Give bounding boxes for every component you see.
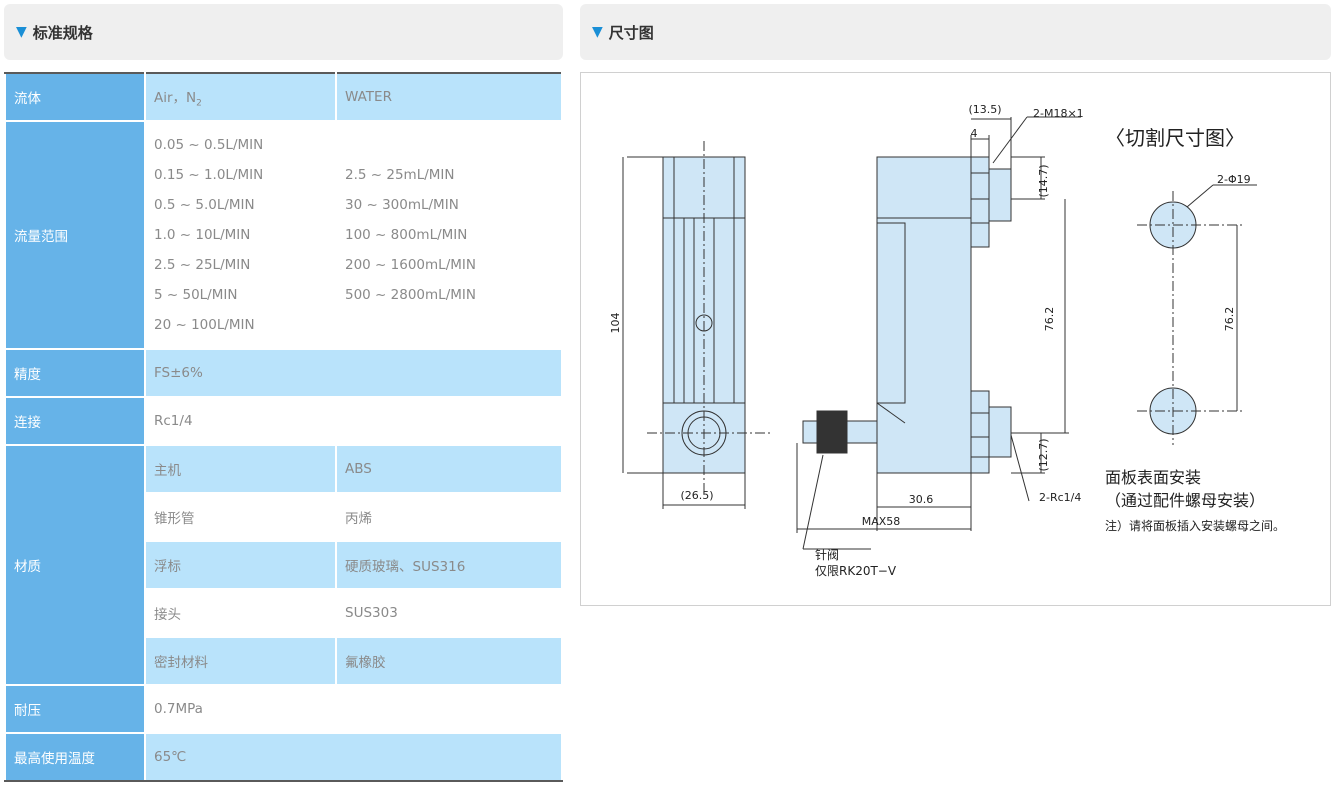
dim-label-14-7: (14.7) <box>1037 164 1050 197</box>
side-view-valve-cap <box>802 420 818 444</box>
flow-air-item: 20 ~ 100L/MIN <box>154 317 255 333</box>
material-value: 氟橡胶 <box>335 636 563 686</box>
mount-label-2: （通过配件螺母安装） <box>1105 491 1265 510</box>
spec-label-accuracy: 精度 <box>4 348 146 398</box>
material-part: 接头 <box>144 588 337 638</box>
dimension-drawing-svg: 104 (26.5) (13.5) 4 2-M18×1 (14.7) 76.2 … <box>609 103 1285 578</box>
leader-line <box>1186 184 1214 208</box>
cutout-76-2-label: 76.2 <box>1223 307 1236 332</box>
spec-table: 流体 Air，N2 WATER 流量范围 0.05 ~ 0.5L/MIN 0.15… <box>4 72 563 782</box>
fluid-air: Air，N2 <box>144 72 337 122</box>
leader-line <box>1010 434 1030 502</box>
triangle-down-icon: ▼ <box>16 24 27 40</box>
flow-air-list: 0.05 ~ 0.5L/MIN 0.15 ~ 1.0L/MIN 0.5 ~ 5.0L… <box>154 130 327 340</box>
flow-air-cell: 0.05 ~ 0.5L/MIN 0.15 ~ 1.0L/MIN 0.5 ~ 5.0L… <box>144 120 337 350</box>
spec-label-flow: 流量范围 <box>4 120 146 350</box>
side-view-window <box>876 222 906 404</box>
flow-water-list: 2.5 ~ 25mL/MIN 30 ~ 300mL/MIN 100 ~ 800mL/… <box>345 160 553 310</box>
leader-line <box>992 116 1028 164</box>
spec-label-material: 材质 <box>4 444 146 686</box>
material-value: SUS303 <box>335 588 563 638</box>
material-part: 锥形管 <box>144 492 337 542</box>
dim-label-m18: 2-M18×1 <box>1033 107 1084 120</box>
spec-label-fluid: 流体 <box>4 72 146 122</box>
leader-line <box>802 454 824 550</box>
cutout-dia-label: 2-Φ19 <box>1217 173 1251 186</box>
dim-label-13-5: (13.5) <box>968 103 1001 116</box>
flow-air-item: 1.0 ~ 10L/MIN <box>154 227 251 243</box>
spec-row-temperature: 最高使用温度 65℃ <box>4 732 563 782</box>
spec-row-material: 锥形管 丙烯 <box>5 492 563 542</box>
side-view-fitting-top <box>988 168 1012 222</box>
spec-row-material: 密封材料 氟橡胶 <box>5 636 563 686</box>
spec-panel-title: 标准规格 <box>32 23 93 42</box>
material-value: 丙烯 <box>335 492 563 542</box>
side-view-line <box>876 402 906 424</box>
dim-label-76-2-body: 76.2 <box>1043 307 1056 332</box>
mount-label-1: 面板表面安装 <box>1105 468 1201 487</box>
flow-air-item: 2.5 ~ 25L/MIN <box>154 257 251 273</box>
side-view-valve-knob <box>816 410 848 454</box>
side-view-body <box>876 156 972 474</box>
flow-air-item: 5 ~ 50L/MIN <box>154 287 238 303</box>
spec-row-flow: 流量范围 0.05 ~ 0.5L/MIN 0.15 ~ 1.0L/MIN 0.5 ~… <box>4 120 563 350</box>
flow-water-cell: 2.5 ~ 25mL/MIN 30 ~ 300mL/MIN 100 ~ 800mL/… <box>335 120 563 350</box>
connection-value: Rc1/4 <box>144 396 563 446</box>
spec-row-pressure: 耐压 0.7MPa <box>4 684 563 734</box>
spec-row-material: 浮标 硬质玻璃、SUS316 <box>5 540 563 590</box>
material-part: 密封材料 <box>144 636 337 686</box>
accuracy-value: FS±6% <box>144 348 563 398</box>
spec-label-pressure: 耐压 <box>4 684 146 734</box>
dim-label-max58: MAX58 <box>862 515 901 528</box>
spec-row-connection: 连接 Rc1/4 <box>4 396 563 446</box>
material-value: 硬质玻璃、SUS316 <box>335 540 563 590</box>
flow-air-item: 0.05 ~ 0.5L/MIN <box>154 137 264 153</box>
flow-water-item: 100 ~ 800mL/MIN <box>345 227 468 243</box>
pressure-value: 0.7MPa <box>144 684 563 734</box>
side-view-nut-top <box>970 156 990 248</box>
valve-label-1: 针阀 <box>815 547 839 562</box>
spec-row-fluid: 流体 Air，N2 WATER <box>4 72 563 122</box>
side-view-nut-bottom <box>970 390 990 474</box>
dimension-drawing: 104 (26.5) (13.5) 4 2-M18×1 (14.7) 76.2 … <box>580 72 1331 606</box>
dimension-panel-title: 尺寸图 <box>608 23 654 42</box>
side-view-fitting-bottom <box>988 406 1012 458</box>
flow-air-item: 0.5 ~ 5.0L/MIN <box>154 197 255 213</box>
spec-row-accuracy: 精度 FS±6% <box>4 348 563 398</box>
flow-water-item: 500 ~ 2800mL/MIN <box>345 287 476 303</box>
material-value: ABS <box>335 444 563 494</box>
dim-label-4: 4 <box>971 127 978 140</box>
dim-label-26-5: (26.5) <box>680 489 713 502</box>
spec-row-material: 材质 主机 ABS <box>4 444 563 686</box>
spec-label-connection: 连接 <box>4 396 146 446</box>
mount-note: 注）请将面板插入安装螺母之间。 <box>1105 518 1285 533</box>
temperature-value: 65℃ <box>144 732 563 782</box>
valve-label-2: 仅限RK20T−V <box>815 564 897 578</box>
dimension-panel-header: ▼ 尺寸图 <box>580 4 1331 60</box>
material-part: 浮标 <box>144 540 337 590</box>
spec-label-temperature: 最高使用温度 <box>4 732 146 782</box>
material-part: 主机 <box>144 444 337 494</box>
flow-water-item: 200 ~ 1600mL/MIN <box>345 257 476 273</box>
flow-water-item: 30 ~ 300mL/MIN <box>345 197 459 213</box>
spec-row-material: 接头 SUS303 <box>5 588 563 638</box>
fluid-water: WATER <box>335 72 563 122</box>
side-view-valve-stem <box>846 420 878 444</box>
triangle-down-icon: ▼ <box>592 24 603 40</box>
dim-label-30-6: 30.6 <box>909 493 934 506</box>
flow-water-item: 2.5 ~ 25mL/MIN <box>345 167 455 183</box>
spec-panel-header: ▼ 标准规格 <box>4 4 563 60</box>
cutout-title: 〈切割尺寸图〉 <box>1105 126 1245 150</box>
flow-air-item: 0.15 ~ 1.0L/MIN <box>154 167 264 183</box>
dim-label-104: 104 <box>609 313 622 334</box>
dim-label-rc: 2-Rc1/4 <box>1039 491 1081 504</box>
dim-label-12-7: (12.7) <box>1037 438 1050 471</box>
